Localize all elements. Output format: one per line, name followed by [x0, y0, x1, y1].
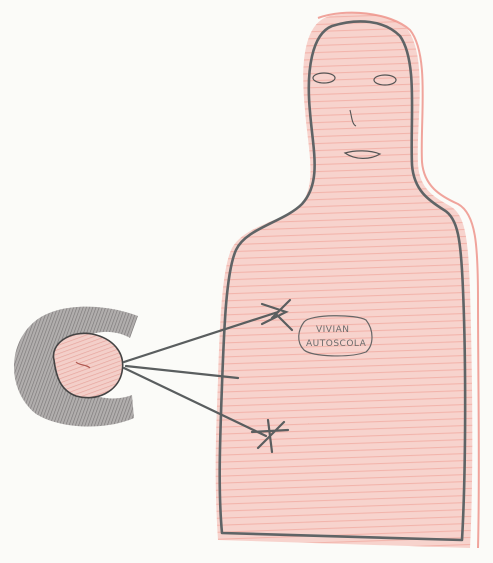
person-body-hatch [216, 13, 473, 548]
person-figure [216, 13, 479, 548]
badge-line-2: AUTOSCOLA [306, 339, 367, 349]
radiating-object [14, 307, 138, 427]
badge-line-1: VIVIAN [316, 325, 350, 335]
